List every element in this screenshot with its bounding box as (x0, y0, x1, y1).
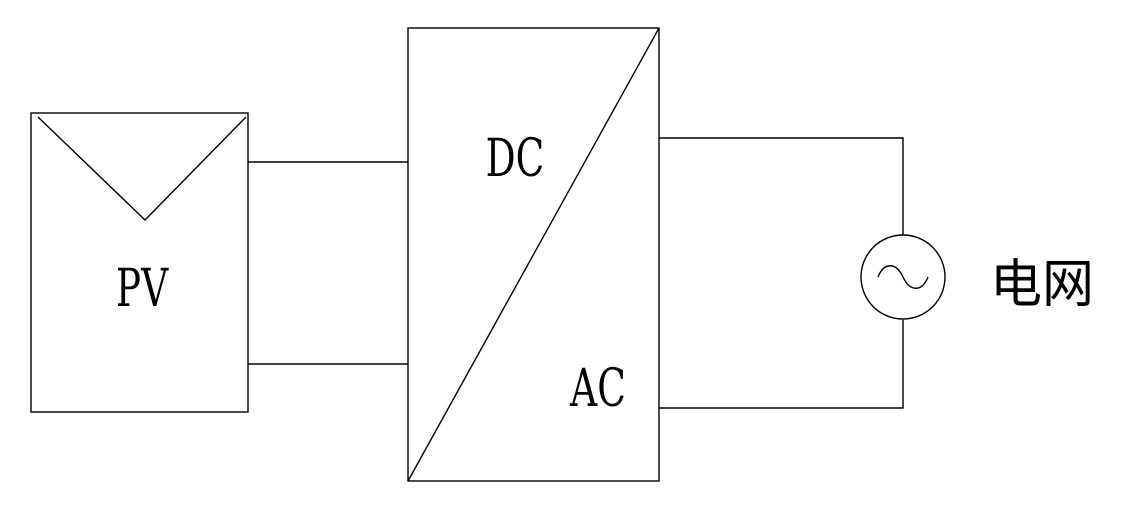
inverter-ac-label: AC (569, 358, 626, 419)
grid-label: 电网 (990, 255, 1094, 315)
pv-panel: PV (30, 112, 249, 413)
ac-source-circle (860, 234, 946, 320)
ac-wire-bottom (659, 320, 904, 409)
inverter-box (407, 27, 660, 482)
inverter-dc-label: DC (486, 128, 545, 189)
grid-source: 电网 (860, 234, 1094, 320)
pv-panel-triangle-mark (37, 116, 247, 221)
pv-panel-label: PV (116, 258, 169, 319)
pv-panel-box (30, 112, 249, 413)
inverter-diagonal (407, 27, 660, 482)
sine-wave-icon (877, 265, 929, 289)
ac-wire-top (659, 137, 904, 235)
inverter: DC AC (407, 27, 660, 482)
